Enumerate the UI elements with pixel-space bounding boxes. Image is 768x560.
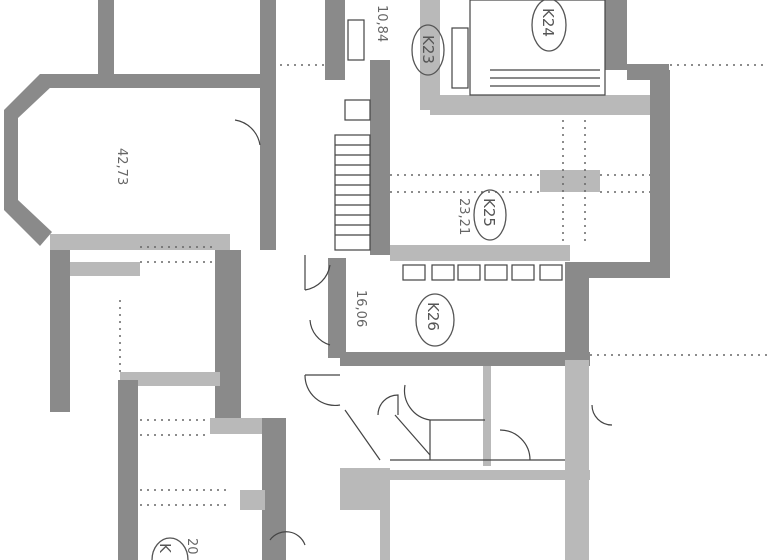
- room-label: K23: [419, 35, 437, 64]
- room-k-lower: K 20: [151, 537, 199, 560]
- room-k23: K23 10,84: [374, 5, 445, 76]
- room-area: 23,21: [456, 198, 471, 235]
- radiators: [402, 264, 563, 281]
- room-area: 16,06: [353, 290, 368, 327]
- staircase: [334, 134, 371, 251]
- room-area: 42,73: [114, 148, 129, 185]
- room-area: 10,84: [374, 5, 389, 42]
- dashed-openings: [119, 64, 768, 506]
- room-label: K: [156, 543, 174, 554]
- partition-lines: [234, 0, 613, 546]
- room-large: 42,73: [114, 148, 129, 185]
- room-area: 20: [184, 538, 199, 555]
- room-label: K25: [480, 198, 498, 227]
- room-k26: K26 16,06: [353, 290, 455, 347]
- room-label: K26: [424, 302, 442, 331]
- walls: [4, 0, 670, 560]
- room-k24: K24: [531, 0, 567, 52]
- room-label: K24: [539, 8, 557, 37]
- room-k25: K25 23,21: [456, 189, 507, 241]
